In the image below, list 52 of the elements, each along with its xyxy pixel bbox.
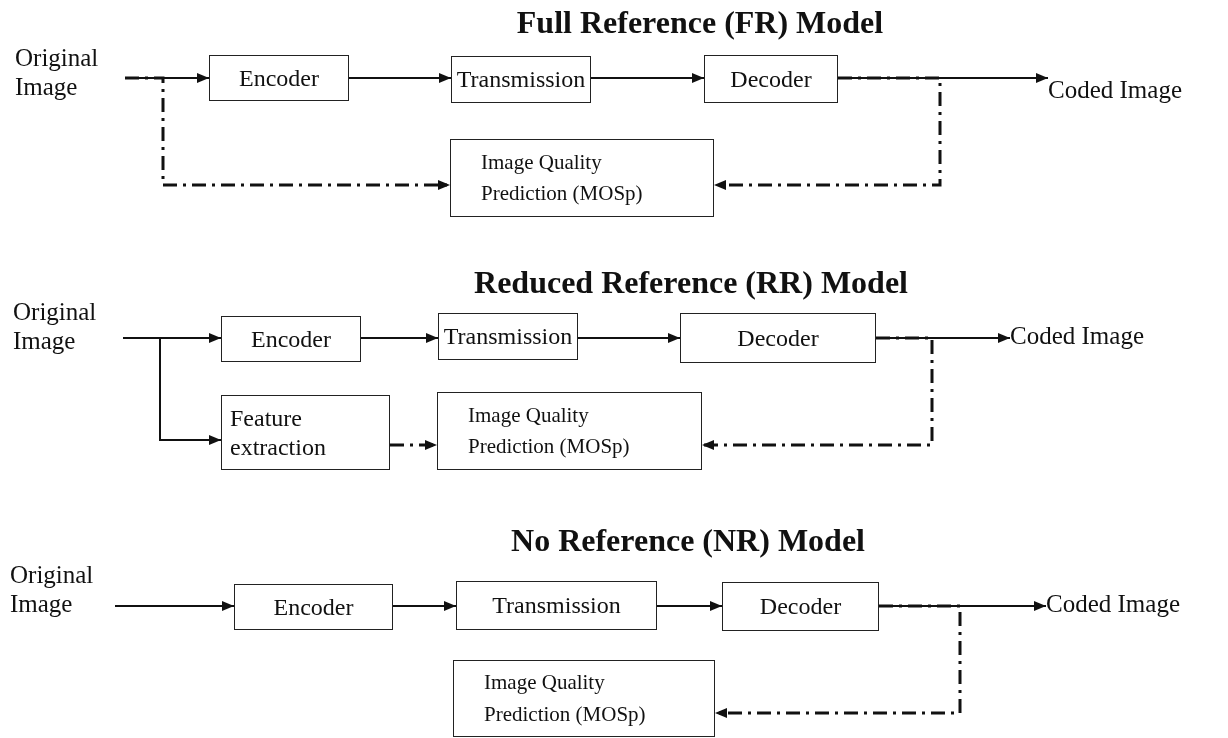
process-box <box>221 316 361 362</box>
box-label: Transmission <box>456 66 586 93</box>
arrow <box>837 73 1049 83</box>
process-box <box>451 56 591 103</box>
arrow <box>392 601 457 611</box>
arrow <box>878 601 1047 611</box>
box-label: Encoder <box>239 64 319 92</box>
arrow <box>656 601 723 611</box>
box-label: Transmission <box>443 323 573 350</box>
box-label: Encoder <box>251 325 331 353</box>
prediction-box <box>453 660 715 737</box>
arrow <box>124 73 210 83</box>
box-label: Decoder <box>759 593 842 620</box>
arrow <box>114 601 235 611</box>
input-label: Original Image <box>13 298 123 360</box>
section-heading: Full Reference (FR) Model <box>516 4 884 41</box>
arrow <box>875 333 1011 343</box>
box-label: Decoder <box>737 324 819 352</box>
dashed-arrow <box>702 336 934 450</box>
arrow <box>348 73 452 83</box>
process-box <box>680 313 876 363</box>
box-label: Image Quality Prediction (MOSp) <box>481 148 644 207</box>
box-label: Decoder <box>730 65 812 93</box>
dashed-arrow <box>714 76 942 190</box>
arrow <box>360 333 439 343</box>
box-label: Encoder <box>273 593 354 621</box>
section-heading: Reduced Reference (RR) Model <box>474 264 908 301</box>
process-box <box>704 55 838 103</box>
dashed-arrow <box>715 604 962 718</box>
process-box <box>438 313 578 360</box>
dashed-arrow <box>125 76 450 190</box>
output-label: Coded Image <box>1046 590 1224 620</box>
input-label: Original Image <box>15 44 125 106</box>
prediction-box <box>450 139 714 217</box>
prediction-box <box>437 392 702 470</box>
process-box <box>722 582 879 631</box>
process-box <box>221 395 390 470</box>
dashed-arrow <box>390 440 437 450</box>
process-box <box>234 584 393 630</box>
box-label: Image Quality Prediction (MOSp) <box>468 401 631 460</box>
box-label: Image Quality Prediction (MOSp) <box>484 669 647 728</box>
output-label: Coded Image <box>1048 76 1223 106</box>
box-label: Transmission <box>492 592 621 619</box>
box-label: Feature extraction <box>230 403 327 462</box>
input-label: Original Image <box>10 561 115 623</box>
arrow <box>122 337 222 445</box>
process-box <box>456 581 657 630</box>
output-label: Coded Image <box>1010 322 1190 352</box>
section-heading: No Reference (NR) Model <box>511 522 865 559</box>
arrow <box>577 333 681 343</box>
arrow <box>590 73 705 83</box>
process-box <box>209 55 349 101</box>
